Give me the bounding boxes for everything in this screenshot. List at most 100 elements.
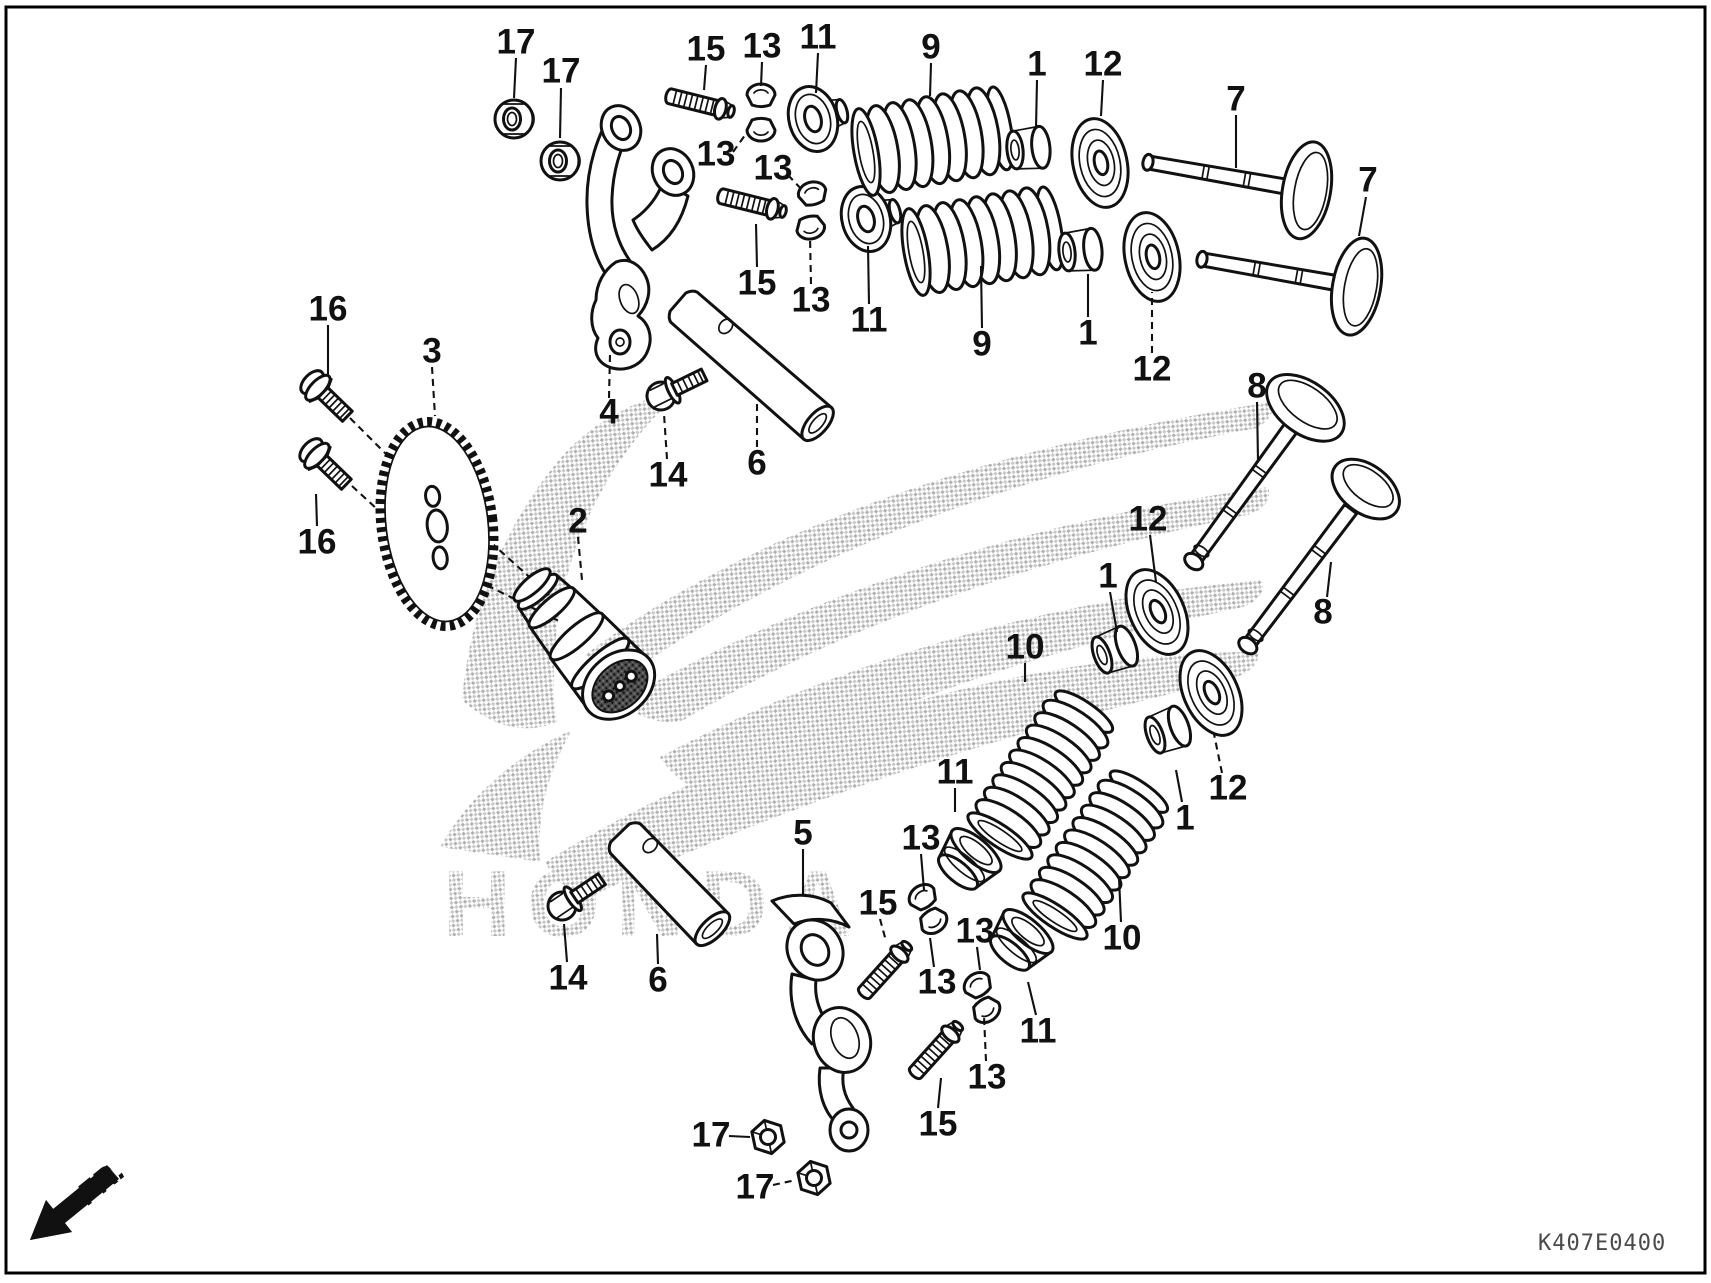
part-number-callout-8: 8 [1313, 593, 1332, 632]
callout-leader-line [787, 174, 805, 193]
callout-leader-line [1357, 196, 1368, 237]
part-number-callout-11: 11 [851, 301, 888, 340]
callout-leader-line [732, 130, 749, 153]
callout-leader-line [662, 413, 669, 460]
callout-leader-line [936, 1077, 943, 1109]
part-number-callout-5: 5 [793, 814, 812, 853]
callout-leader-line [1034, 79, 1039, 129]
part-number-callout-1: 1 [1098, 557, 1117, 596]
part-number-callout-13: 13 [956, 912, 995, 951]
part-number-callout-7: 7 [1226, 80, 1245, 119]
part-number-callout-15: 15 [738, 264, 777, 303]
part-number-callout-14: 14 [549, 959, 588, 998]
washer-nut-17a [493, 98, 536, 140]
part-number-callout-13: 13 [754, 149, 793, 188]
part-number-callout-17: 17 [736, 1168, 775, 1207]
callout-leader-line [558, 87, 563, 139]
part-number-callout-10: 10 [1103, 919, 1142, 958]
part-number-callout-6: 6 [747, 444, 766, 483]
callout-leader-line [430, 366, 437, 417]
part-number-callout-15: 15 [919, 1105, 958, 1144]
part-number-callout-9: 9 [921, 28, 940, 67]
callout-leader-line [1108, 591, 1119, 633]
callout-leader-line [607, 353, 612, 399]
part-number-callout-13: 13 [743, 27, 782, 66]
part-number-callout-8: 8 [1247, 367, 1266, 406]
part-number-callout-13: 13 [697, 135, 736, 174]
cam-sprocket [375, 417, 499, 631]
part-number-callout-9: 9 [972, 325, 991, 364]
callout-leader-line [975, 946, 982, 971]
callout-leader-line [1325, 561, 1333, 598]
callout-leader-line [512, 57, 518, 99]
callout-leader-line [1148, 534, 1158, 583]
part-number-callout-16: 16 [298, 523, 337, 562]
part-number-callout-10: 10 [1006, 628, 1045, 667]
part-number-callout-13: 13 [918, 963, 957, 1002]
part-number-callout-3: 3 [422, 332, 441, 371]
valve-cotter-13a [745, 82, 777, 108]
part-number-callout-15: 15 [859, 884, 898, 923]
front-arrowhead-icon [30, 1200, 72, 1240]
callout-leader-line [814, 52, 820, 94]
callout-leader-line [808, 235, 813, 285]
part-number-callout-13: 13 [792, 281, 831, 320]
callout-leader-line [754, 223, 759, 268]
part-number-callout-16: 16 [309, 290, 348, 329]
callout-leader-line [919, 853, 926, 891]
part-number-callout-11: 11 [937, 753, 974, 792]
part-number-callout-7: 7 [1358, 161, 1377, 200]
part-number-callout-1: 1 [1175, 799, 1194, 838]
callout-leader-line [928, 937, 936, 968]
callout-leader-line [702, 64, 708, 91]
part-number-callout-14: 14 [649, 456, 688, 495]
callout-leader-line [1174, 769, 1184, 803]
exhaust-valve-8a [1183, 373, 1346, 572]
callout-leader-line [562, 923, 569, 963]
callout-leader-line [1212, 733, 1224, 774]
callout-leader-line [655, 933, 660, 965]
camshaft [512, 567, 657, 721]
part-number-callout-12: 12 [1084, 45, 1123, 84]
part-number-callout-13: 13 [968, 1058, 1007, 1097]
valve-cotter-13b [745, 117, 777, 143]
rocker-arm-4 [585, 104, 696, 371]
callout-leader-line [1099, 79, 1105, 117]
rocker-shaft-6a [667, 289, 835, 443]
part-number-callout-2: 2 [568, 502, 587, 541]
callout-leader-line [772, 1178, 797, 1187]
callout-leader-line [982, 1015, 988, 1062]
diagram-code: K407E0400 [1538, 1231, 1666, 1256]
part-number-callout-17: 17 [497, 23, 536, 62]
part-number-callout-17: 17 [692, 1116, 731, 1155]
washer-nut-17b [539, 140, 582, 182]
callout-leader-line [759, 61, 764, 87]
part-number-callout-11: 11 [800, 18, 837, 57]
part-number-callout-12: 12 [1129, 500, 1168, 539]
callout-leader-line [314, 493, 319, 527]
callout-leader-line [1255, 401, 1260, 462]
callout-leader-line [979, 265, 984, 329]
callout-leader-line [866, 245, 871, 305]
part-number-callout-15: 15 [687, 30, 726, 69]
part-number-callout-12: 12 [1133, 350, 1172, 389]
callout-leader-line [1117, 877, 1123, 923]
part-number-callout-12: 12 [1209, 769, 1248, 808]
rocker-arm-5 [770, 893, 873, 1153]
part-number-callout-13: 13 [902, 819, 941, 858]
part-number-callout-6: 6 [648, 961, 667, 1000]
callout-leader-line [1026, 981, 1038, 1016]
exhaust-valve-8b [1237, 457, 1401, 656]
callout-leader-line [728, 1134, 751, 1139]
callout-leader-line [878, 918, 888, 942]
part-number-callout-1: 1 [1027, 45, 1046, 84]
part-number-callout-4: 4 [599, 393, 619, 432]
callout-leader-line [928, 62, 933, 97]
part-number-callout-1: 1 [1078, 314, 1097, 353]
intake-valve-7b [1195, 236, 1384, 337]
intake-valve-7a [1141, 140, 1334, 241]
part-number-callout-17: 17 [542, 52, 581, 91]
rocker-shaft-6b [607, 821, 732, 948]
